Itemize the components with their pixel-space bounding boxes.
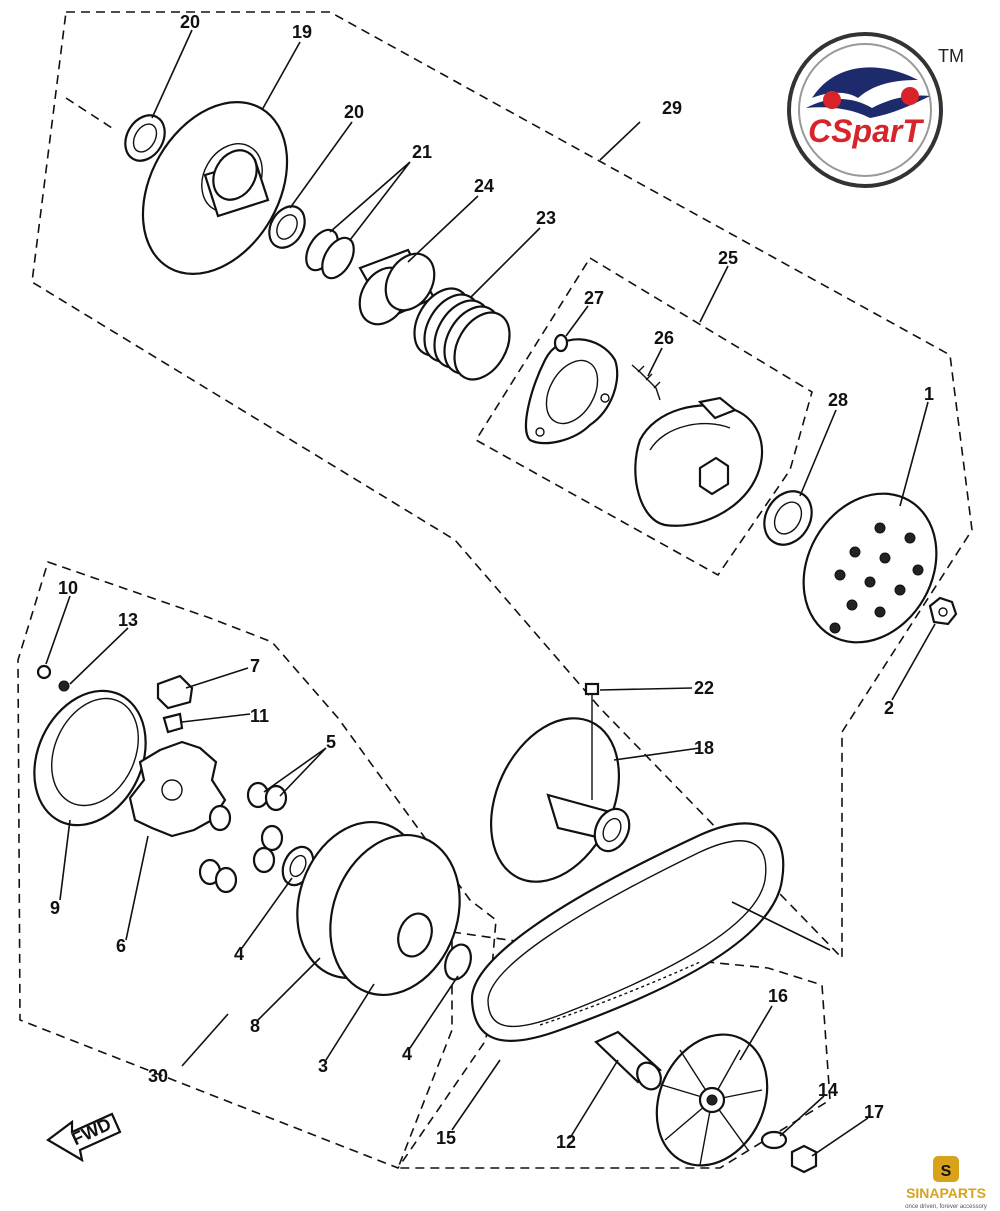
cspart-logo: CSparT TM: [787, 32, 964, 188]
callout-24: 24: [474, 176, 494, 196]
trademark-symbol: TM: [938, 46, 964, 66]
callout-8: 8: [250, 1016, 260, 1036]
callout-25: 25: [718, 248, 738, 268]
callout-9: 9: [50, 898, 60, 918]
pointer-line-29: [65, 97, 113, 129]
sinaparts-name: SINAPARTS: [906, 1185, 986, 1201]
part-22-bolt: [584, 682, 600, 800]
callout-5: 5: [326, 732, 336, 752]
part-23-compression-spring: [413, 287, 511, 381]
sinaparts-s-icon: [933, 1156, 959, 1182]
callout-14: 14: [818, 1080, 838, 1100]
callout-labels: 20 19 20 21 24 23 29 25 27 26 28 1 2 22 …: [50, 12, 934, 1152]
callout-27: 27: [584, 288, 604, 308]
part-21-o-rings: [305, 228, 355, 280]
part-1-clutch-housing: [802, 492, 938, 644]
part-28-bearing: [763, 490, 813, 546]
callout-19: 19: [292, 22, 312, 42]
part-3-primary-sheave: [329, 833, 461, 997]
callout-23: 23: [536, 208, 556, 228]
part-7-slider: [156, 674, 194, 710]
part-6-cam-plate: [128, 740, 227, 838]
callout-29: 29: [662, 98, 682, 118]
callout-28: 28: [828, 390, 848, 410]
callout-1: 1: [924, 384, 934, 404]
part-2-nut: [928, 596, 958, 626]
part-20-oil-seal-right: [268, 205, 306, 249]
group-30-outline: [17, 560, 497, 1169]
svg-text:S: S: [941, 1163, 952, 1180]
callout-21: 21: [412, 142, 432, 162]
callout-22: 22: [694, 678, 714, 698]
callout-20-right: 20: [344, 102, 364, 122]
callout-16: 16: [768, 986, 788, 1006]
callout-2: 2: [884, 698, 894, 718]
leader-lines: [45, 29, 936, 1157]
part-26-clutch-spring: [631, 364, 661, 401]
callout-10: 10: [58, 578, 78, 598]
callout-26: 26: [654, 328, 674, 348]
callout-7: 7: [250, 656, 260, 676]
part-4-collar-right: [444, 943, 472, 981]
part-10-screw: [36, 664, 52, 680]
part-15-v-belt: [470, 822, 785, 1042]
part-25-clutch-plate: [524, 338, 619, 445]
part-11-slider-piece: [162, 712, 184, 734]
callout-30: 30: [148, 1066, 168, 1086]
part-20-oil-seal-left: [124, 114, 166, 162]
part-25-clutch-shoe-assembly: [634, 396, 764, 527]
callout-11: 11: [250, 706, 269, 726]
sinaparts-watermark: S SINAPARTS once driven, forever accesso…: [905, 1156, 987, 1210]
callout-17: 17: [864, 1102, 884, 1122]
callout-13: 13: [118, 610, 138, 630]
part-19-sliding-sheave: [141, 101, 289, 275]
callout-4-right: 4: [402, 1044, 412, 1064]
part-5-rollers: [198, 781, 288, 894]
callout-6: 6: [116, 936, 126, 956]
part-17-nut: [790, 1144, 818, 1174]
group-29-outline: [31, 11, 973, 960]
logo-wordmark: CSparT: [808, 113, 924, 149]
fwd-direction-arrow: FWD: [46, 1112, 122, 1163]
part-13-washer: [58, 680, 70, 692]
callout-20-left: 20: [180, 12, 200, 32]
callout-3: 3: [318, 1056, 328, 1076]
callout-12: 12: [556, 1132, 576, 1152]
sinaparts-tagline: once driven, forever accessory: [905, 1204, 987, 1210]
callout-15: 15: [436, 1128, 456, 1148]
part-18-fixed-sheave: [489, 717, 631, 883]
part-9-cover-plate: [33, 689, 147, 827]
callout-18: 18: [694, 738, 714, 758]
part-27-e-clip: [553, 333, 569, 353]
group-25-outline: [474, 256, 813, 577]
part-12-collar: [594, 1030, 662, 1091]
callout-4-left: 4: [234, 944, 244, 964]
part-16-fan-pulley: [655, 1033, 769, 1167]
motorcycle-swoosh-icon: [806, 67, 930, 118]
